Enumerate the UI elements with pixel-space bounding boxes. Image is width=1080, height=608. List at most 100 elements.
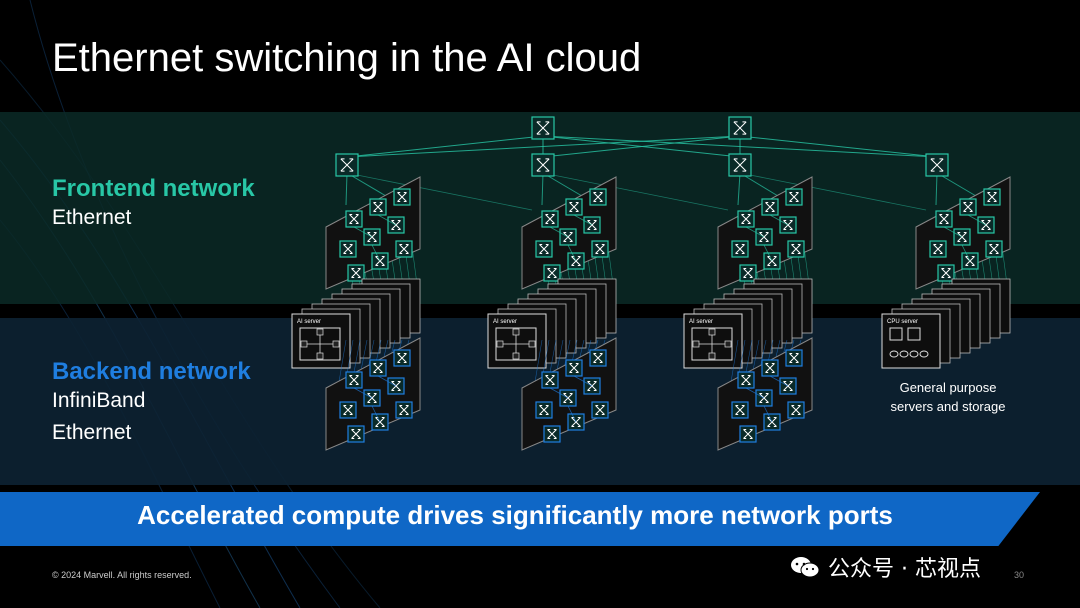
- fabric-switch-icon: [983, 188, 1001, 206]
- gpu-icon: [300, 340, 308, 348]
- gpu-icon: [316, 352, 324, 360]
- fabric-switch-icon: [787, 240, 805, 258]
- fabric-switch-icon: [393, 188, 411, 206]
- fabric-switch-icon: [387, 216, 405, 234]
- ai-server-stack: AI server: [487, 278, 617, 369]
- storage-disk-icon: [889, 350, 899, 358]
- server-front: [881, 313, 941, 369]
- cpu-chip-icon: [907, 327, 921, 341]
- gpu-icon: [332, 340, 340, 348]
- spine-switch-icon: [531, 116, 555, 140]
- fabric-switch-icon: [761, 198, 779, 216]
- fabric-switch-icon: [929, 240, 947, 258]
- fabric-switch-icon: [393, 349, 411, 367]
- fabric-switch-icon: [985, 240, 1003, 258]
- fabric-switch-icon: [935, 210, 953, 228]
- fabric-switch-icon: [395, 240, 413, 258]
- backend-fabric: [717, 337, 813, 451]
- fabric-switch-icon: [739, 425, 757, 443]
- fabric-switch-icon: [369, 198, 387, 216]
- spine-switch-icon: [728, 116, 752, 140]
- gpu-icon: [512, 328, 520, 336]
- leaf-pod-link: [542, 172, 729, 211]
- fabric-switch-icon: [959, 198, 977, 216]
- fabric-switch-icon: [535, 240, 553, 258]
- leaf-pod-link: [346, 172, 533, 211]
- fabric-switch-icon: [543, 425, 561, 443]
- frontend-fabric: [717, 176, 813, 290]
- fabric-switch-icon: [761, 359, 779, 377]
- fabric-switch-icon: [591, 401, 609, 419]
- page-number: 30: [1014, 570, 1025, 580]
- backend-fabric: [521, 337, 617, 451]
- server-label: AI server: [297, 319, 321, 325]
- fabric-switch-icon: [785, 349, 803, 367]
- server-label: AI server: [493, 319, 517, 325]
- frontend-fabric: [521, 176, 617, 290]
- banner: [0, 492, 1040, 546]
- leaf-pod-link: [346, 172, 387, 197]
- leaf-pod-link: [542, 172, 583, 197]
- general-purpose-line-1: General purpose: [899, 380, 997, 395]
- backend-heading: Backend network: [52, 358, 251, 385]
- gpu-icon: [496, 340, 504, 348]
- leaf-pod-link: [345, 172, 348, 206]
- leaf-switch-icon: [728, 153, 752, 177]
- slide-title: Ethernet switching in the AI cloud: [52, 36, 642, 80]
- gpu-icon: [316, 328, 324, 336]
- leaf-pod-link: [541, 172, 544, 206]
- spine-leaf-link: [739, 135, 938, 158]
- server-label: AI server: [689, 319, 713, 325]
- fabric-switch-icon: [535, 401, 553, 419]
- fabric-switch-icon: [591, 240, 609, 258]
- fabric-switch-icon: [345, 210, 363, 228]
- fabric-switch-icon: [589, 188, 607, 206]
- gpu-icon: [528, 340, 536, 348]
- backend-subtitle-ethernet: Ethernet: [52, 421, 132, 444]
- frontend-subtitle: Ethernet: [52, 206, 132, 229]
- fabric-switch-icon: [737, 210, 755, 228]
- leaf-switch-icon: [335, 153, 359, 177]
- spine-leaf-link: [542, 135, 741, 158]
- ai-server-stack: AI server: [291, 278, 421, 369]
- ai-server-stack: AI server: [683, 278, 813, 369]
- storage-disk-icon: [909, 350, 919, 358]
- general-purpose-line-2: servers and storage: [890, 399, 1006, 414]
- fabric-switch-icon: [785, 188, 803, 206]
- fabric-switch-icon: [589, 349, 607, 367]
- fabric-switch-icon: [565, 198, 583, 216]
- fabric-switch-icon: [731, 240, 749, 258]
- gpu-icon: [708, 352, 716, 360]
- leaf-switch-icon: [531, 153, 555, 177]
- fabric-switch-icon: [339, 401, 357, 419]
- spine-leaf-link: [346, 135, 544, 158]
- fabric-switch-icon: [541, 210, 559, 228]
- fabric-switch-icon: [543, 264, 561, 282]
- fabric-switch-icon: [395, 401, 413, 419]
- fabric-switch-icon: [737, 371, 755, 389]
- fabric-switch-icon: [369, 359, 387, 377]
- leaf-pod-link: [737, 172, 741, 206]
- backend-subtitle-infiniband: InfiniBand: [52, 389, 146, 412]
- leaf-switch-icon: [925, 153, 949, 177]
- cpu-server-stack: CPU server: [881, 278, 1011, 369]
- fabric-switch-icon: [345, 371, 363, 389]
- spine-leaf-link: [346, 135, 741, 158]
- frontend-fabric: [915, 176, 1011, 290]
- fabric-switch-icon: [339, 240, 357, 258]
- gpu-board-icon: [299, 327, 341, 361]
- fabric-switch-icon: [541, 371, 559, 389]
- backend-fabric: [325, 337, 421, 451]
- gpu-icon: [708, 328, 716, 336]
- gpu-board-icon: [495, 327, 537, 361]
- leaf-pod-link: [936, 172, 977, 197]
- frontend-heading: Frontend network: [52, 175, 255, 202]
- fabric-switch-icon: [347, 425, 365, 443]
- server-label: CPU server: [887, 319, 918, 325]
- fabric-switch-icon: [787, 401, 805, 419]
- copyright-footer: © 2024 Marvell. All rights reserved.: [52, 570, 192, 580]
- fabric-switch-icon: [937, 264, 955, 282]
- fabric-switch-icon: [347, 264, 365, 282]
